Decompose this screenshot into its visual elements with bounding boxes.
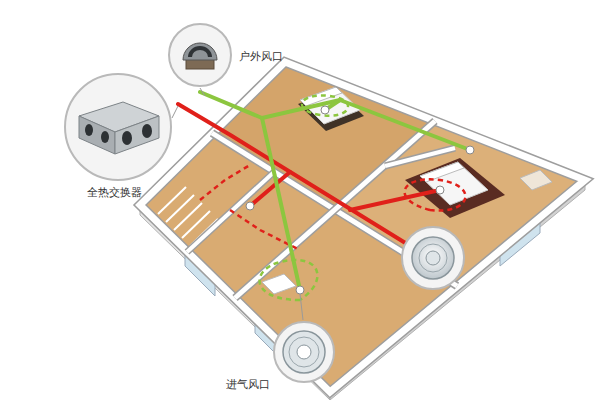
furniture-part [420, 162, 464, 182]
leader-lines-part [172, 106, 178, 118]
exchanger-port [142, 124, 152, 138]
walls-part [187, 172, 274, 252]
vent-dots [246, 106, 474, 294]
inset-callout: 户外风口 [167, 22, 233, 88]
stairs-part [166, 195, 194, 222]
vent-ring [289, 337, 319, 367]
callout-label: 户外风口 [239, 50, 283, 63]
air-ducts [178, 92, 470, 290]
furniture-part [420, 162, 488, 205]
stairs-part [158, 187, 186, 214]
callout-label: 进气风口 [226, 378, 270, 391]
exchanger-port [85, 124, 93, 136]
wood-floor [140, 62, 585, 392]
leader-lines [172, 88, 425, 320]
vent-dots-part [436, 186, 444, 194]
walls-part [140, 62, 585, 392]
wood-floor-part [140, 62, 585, 392]
inset-circle-shape [272, 320, 336, 384]
vent-center [297, 345, 311, 359]
vent-ring [283, 331, 325, 373]
inset-circle-shape [63, 72, 173, 182]
vent-dome [183, 43, 217, 60]
walls-part [187, 172, 274, 252]
inset-callout: 进气风口 [272, 320, 336, 384]
air-flow-arrows-part [200, 165, 250, 200]
intake-vent-inset-part [412, 237, 454, 279]
exchanger-side [79, 116, 115, 154]
inset-callout: 全热交换器 [63, 72, 173, 182]
walls-part [140, 62, 585, 392]
leader-lines-part [300, 294, 303, 320]
intake-vent-inset-part [402, 227, 464, 289]
vent-dots-part [296, 286, 304, 294]
air-ducts-part [250, 172, 290, 206]
air-ducts-part [262, 118, 300, 290]
leader-lines-part [200, 88, 205, 96]
inset-circle [169, 24, 231, 86]
vent-dots-part [246, 202, 254, 210]
intake-vent-inset-part [426, 251, 440, 265]
furniture-part [405, 158, 505, 218]
walls [140, 62, 585, 392]
air-ducts-part [178, 104, 420, 252]
vent-opening [190, 48, 210, 57]
inset-circle-shape [167, 22, 233, 88]
inset-circle [274, 322, 334, 382]
exchanger-front [115, 116, 159, 154]
walls-part [385, 148, 455, 166]
walls-part [385, 148, 455, 166]
callout-label: 全热交换器 [87, 186, 142, 199]
air-flow-arrows-part [260, 260, 318, 300]
furniture-part [262, 274, 296, 294]
vent-dots-part [466, 146, 474, 154]
exchanger-port [101, 131, 109, 143]
air-ducts-part [350, 190, 440, 210]
intake-vent-inset [402, 227, 464, 289]
inset-circle [65, 74, 171, 180]
stairs-part [174, 203, 202, 230]
vent-dots-part [321, 106, 329, 114]
air-ducts-part [200, 92, 470, 150]
intake-vent-inset-part [419, 244, 447, 272]
exchanger-port [122, 131, 132, 145]
furniture-part [520, 170, 552, 190]
